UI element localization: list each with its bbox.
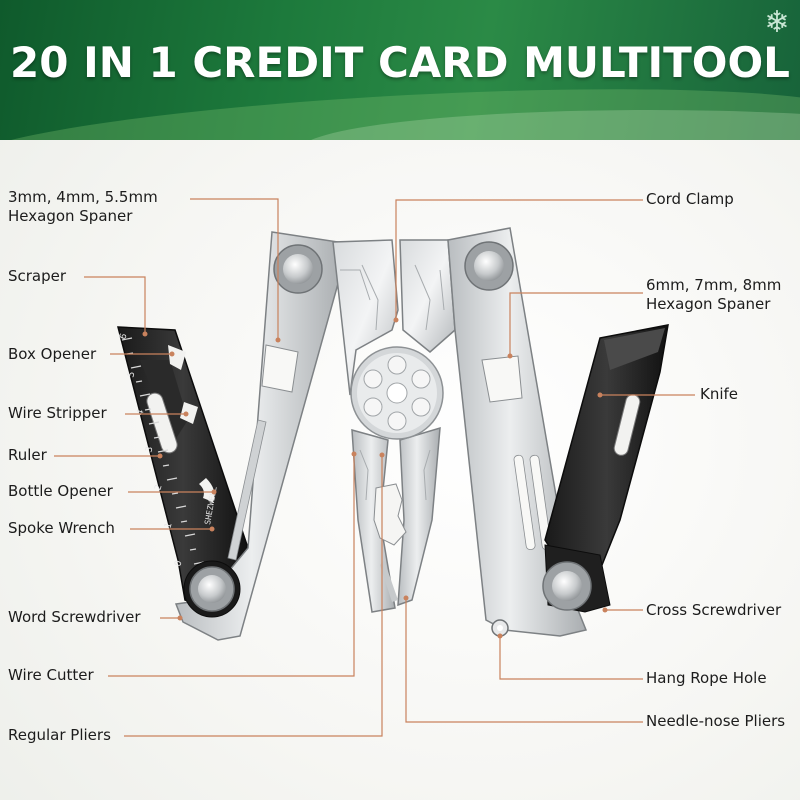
label-hex-spanner-small-line2: Hexagon Spaner	[8, 207, 133, 225]
label-hex-spanner-large-line2: Hexagon Spaner	[646, 295, 771, 313]
ruler-number: 4	[135, 408, 146, 417]
label-needle-nose-pliers: Needle-nose Pliers	[646, 712, 786, 730]
label-hex-spanner-large-line1: 6mm, 7mm, 8mm	[646, 276, 782, 294]
knife-blade	[542, 324, 669, 613]
label-regular-pliers: Regular Pliers	[8, 726, 111, 744]
label-wire-cutter: Wire Cutter	[8, 666, 94, 684]
label-box-opener: Box Opener	[8, 345, 97, 363]
label-knife: Knife	[700, 385, 739, 403]
label-ruler: Ruler	[8, 446, 47, 464]
ruler-number: 0	[173, 559, 184, 568]
leader-scraper	[84, 276, 146, 334]
ruler-number: 6	[118, 332, 129, 341]
label-spoke-wrench: Spoke Wrench	[8, 519, 115, 537]
leader-wire-cutter	[108, 454, 355, 677]
label-hex-spanner-small-line1: 3mm, 4mm, 5.5mm	[8, 188, 158, 206]
screw-head	[474, 251, 504, 281]
label-cord-clamp: Cord Clamp	[646, 190, 734, 208]
ruler-pivot	[183, 560, 241, 618]
label-wire-stripper: Wire Stripper	[8, 404, 107, 422]
label-hang-rope-hole: Hang Rope Hole	[646, 669, 767, 687]
screw-head	[283, 254, 313, 284]
leader-hang-rope-hole	[499, 636, 643, 680]
leader-needle-nose-pliers	[405, 598, 643, 723]
ruler-numbers: 6 5 4 3 2 1 0	[118, 332, 184, 568]
leader-lines	[54, 198, 695, 737]
leader-regular-pliers	[124, 455, 383, 737]
leader-cord-clamp	[395, 199, 643, 320]
screw-head	[198, 575, 226, 603]
leader-hex-small	[190, 198, 279, 340]
ruler-number: 5	[126, 370, 137, 379]
ruler-ticks	[121, 337, 205, 565]
snowflake-icon: ❄	[764, 5, 790, 40]
title-banner: 20 IN 1 CREDIT CARD MULTITOOL ❄	[0, 0, 800, 140]
ruler-number: 3	[144, 445, 155, 454]
screw-head	[552, 571, 582, 601]
leader-hex-large	[509, 292, 643, 356]
ruler-number: 1	[163, 521, 174, 530]
pliers	[332, 239, 456, 613]
label-word-screwdriver: Word Screwdriver	[8, 608, 141, 626]
leader-dots	[142, 317, 608, 639]
page-title: 20 IN 1 CREDIT CARD MULTITOOL	[10, 38, 790, 87]
ruler-number: 2	[153, 483, 164, 492]
label-cross-screwdriver: Cross Screwdriver	[646, 601, 782, 619]
label-bottle-opener: Bottle Opener	[8, 482, 113, 500]
label-scraper: Scraper	[8, 267, 67, 285]
